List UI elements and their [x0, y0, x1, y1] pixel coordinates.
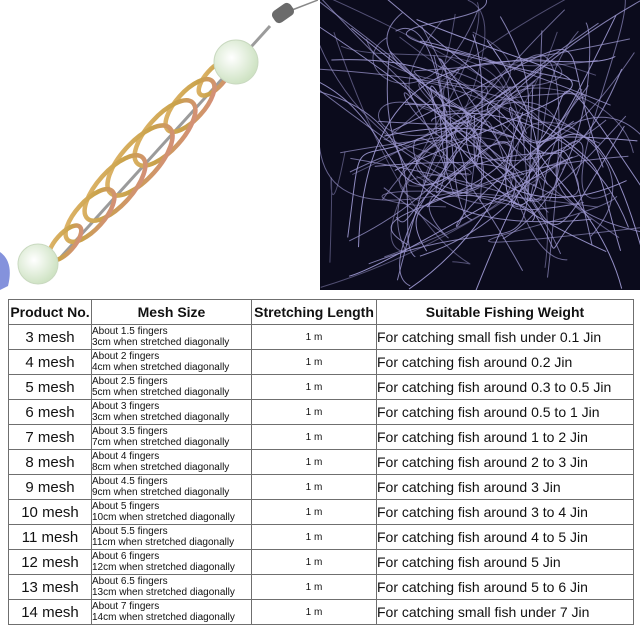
mesh-fingers-text: About 4 fingers [92, 451, 160, 462]
header-product-no: Product No. [8, 299, 92, 325]
mesh-spec-table: Product No. Mesh Size Stretching Length … [8, 299, 634, 625]
mesh-fingers-text: About 5.5 fingers [92, 526, 168, 537]
mesh-stretch-text: 9cm when stretched diagonally [92, 487, 230, 498]
product-no-cell: 13 mesh [8, 574, 92, 600]
weight-cell: For catching fish around 5 to 6 Jin [376, 574, 634, 600]
product-no-cell: 12 mesh [8, 549, 92, 575]
mesh-fingers-text: About 3 fingers [92, 401, 160, 412]
mesh-fingers-text: About 3.5 fingers [92, 426, 168, 437]
length-cell: 1 m [251, 499, 377, 525]
product-no-cell: 11 mesh [8, 524, 92, 550]
mesh-stretch-text: 3cm when stretched diagonally [92, 337, 230, 348]
spring-feeder-icon [0, 0, 318, 290]
product-no-cell: 8 mesh [8, 449, 92, 475]
mesh-fingers-text: About 1.5 fingers [92, 326, 168, 337]
header-stretching-length: Stretching Length [251, 299, 377, 325]
product-no-cell: 7 mesh [8, 424, 92, 450]
weight-cell: For catching fish around 3 to 4 Jin [376, 499, 634, 525]
mesh-fingers-text: About 2.5 fingers [92, 376, 168, 387]
mesh-stretch-text: 11cm when stretched diagonally [92, 537, 235, 548]
mesh-fingers-text: About 4.5 fingers [92, 476, 168, 487]
fishing-net-icon [320, 0, 640, 290]
length-cell: 1 m [251, 349, 377, 375]
weight-cell: For catching fish around 0.2 Jin [376, 349, 634, 375]
weight-cell: For catching fish around 4 to 5 Jin [376, 524, 634, 550]
length-cell: 1 m [251, 424, 377, 450]
weight-cell: For catching fish around 1 to 2 Jin [376, 424, 634, 450]
length-cell: 1 m [251, 524, 377, 550]
header-fishing-weight: Suitable Fishing Weight [376, 299, 634, 325]
product-no-cell: 3 mesh [8, 324, 92, 350]
fishing-net-photo [320, 0, 640, 290]
product-no-cell: 6 mesh [8, 399, 92, 425]
weight-cell: For catching fish around 3 Jin [376, 474, 634, 500]
product-no-cell: 4 mesh [8, 349, 92, 375]
length-cell: 1 m [251, 599, 377, 625]
product-no-cell: 5 mesh [8, 374, 92, 400]
spring-cage-feeder-photo [0, 0, 318, 290]
mesh-fingers-text: About 6.5 fingers [92, 576, 168, 587]
length-cell: 1 m [251, 324, 377, 350]
mesh-stretch-text: 14cm when stretched diagonally [92, 612, 235, 623]
mesh-fingers-text: About 7 fingers [92, 601, 160, 612]
mesh-fingers-text: About 5 fingers [92, 501, 160, 512]
header-mesh-size: Mesh Size [91, 299, 252, 325]
mesh-stretch-text: 3cm when stretched diagonally [92, 412, 230, 423]
length-cell: 1 m [251, 449, 377, 475]
weight-cell: For catching small fish under 7 Jin [376, 599, 634, 625]
mesh-stretch-text: 7cm when stretched diagonally [92, 437, 230, 448]
product-no-cell: 9 mesh [8, 474, 92, 500]
length-cell: 1 m [251, 574, 377, 600]
mesh-stretch-text: 13cm when stretched diagonally [92, 587, 235, 598]
product-no-cell: 10 mesh [8, 499, 92, 525]
mesh-stretch-text: 4cm when stretched diagonally [92, 362, 230, 373]
weight-cell: For catching fish around 0.5 to 1 Jin [376, 399, 634, 425]
weight-cell: For catching fish around 0.3 to 0.5 Jin [376, 374, 634, 400]
mesh-fingers-text: About 6 fingers [92, 551, 160, 562]
mesh-stretch-text: 8cm when stretched diagonally [92, 462, 230, 473]
length-cell: 1 m [251, 549, 377, 575]
weight-cell: For catching small fish under 0.1 Jin [376, 324, 634, 350]
mesh-fingers-text: About 2 fingers [92, 351, 160, 362]
mesh-stretch-text: 5cm when stretched diagonally [92, 387, 230, 398]
product-no-cell: 14 mesh [8, 599, 92, 625]
length-cell: 1 m [251, 399, 377, 425]
mesh-stretch-text: 10cm when stretched diagonally [92, 512, 235, 523]
length-cell: 1 m [251, 474, 377, 500]
weight-cell: For catching fish around 2 to 3 Jin [376, 449, 634, 475]
mesh-stretch-text: 12cm when stretched diagonally [92, 562, 235, 573]
length-cell: 1 m [251, 374, 377, 400]
table-header-row: Product No. Mesh Size Stretching Length … [8, 299, 634, 325]
weight-cell: For catching fish around 5 Jin [376, 549, 634, 575]
